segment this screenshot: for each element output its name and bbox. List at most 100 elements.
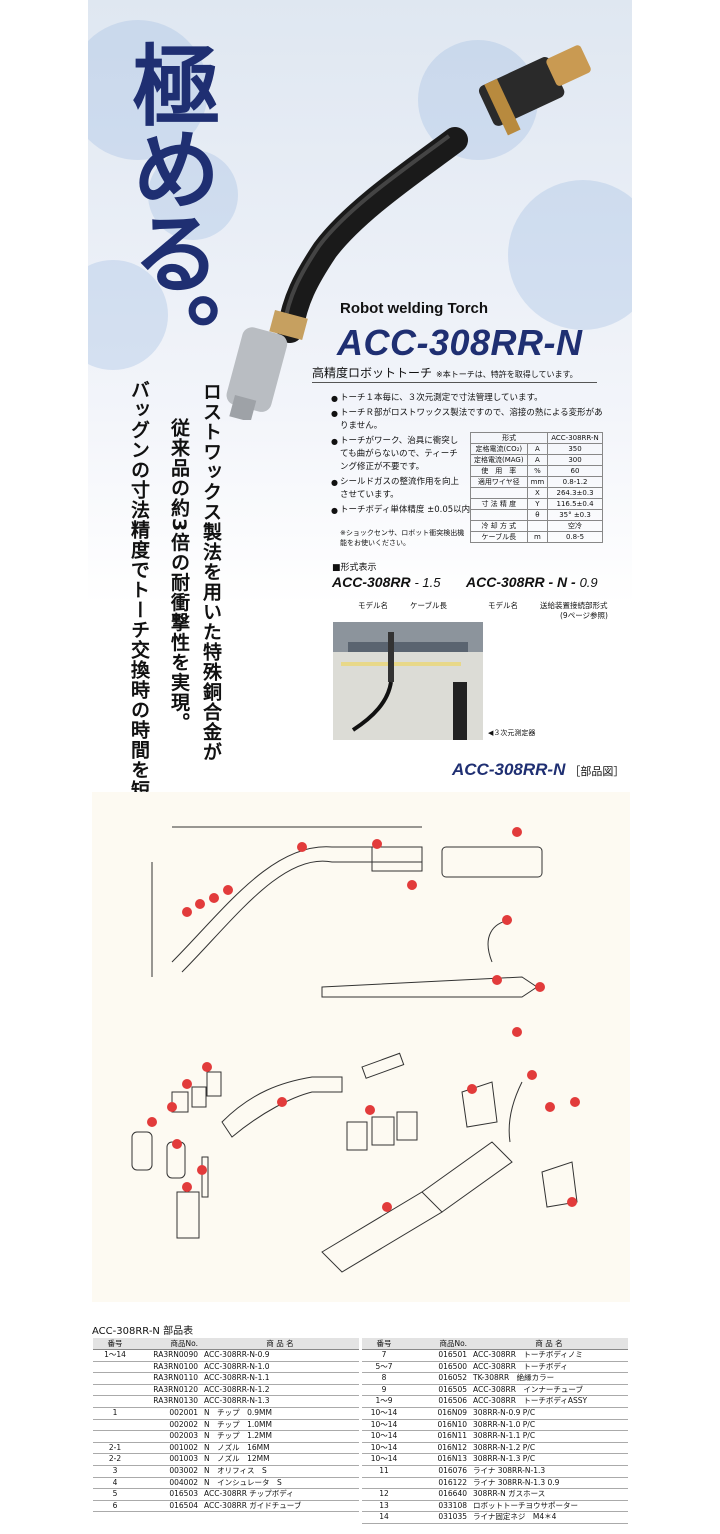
feature-list: トーチ１本毎に、３次元測定で寸法管理しています。 トーチＲ部がロストワックス製法… [331,392,611,519]
product-name: N ノズル 16MM [201,1442,359,1455]
product-code: 002001 [137,1407,201,1420]
product-code: 016504 [137,1500,201,1513]
product-code: 002003 [137,1430,201,1443]
side-line-2: 従来品の約3倍の耐衝撃性を実現。 [168,418,190,733]
part-number: 10〜14 [362,1453,406,1466]
part-number [93,1361,137,1374]
torch-image [226,45,591,420]
product-code: 031035 [406,1511,470,1524]
part-number: 10〜14 [362,1407,406,1420]
product-name: 308RR-N-1.1 P/C [470,1430,628,1443]
product-name: ACC-308RR-N-1.3 [201,1395,359,1408]
part-number [362,1477,406,1490]
product-name: N ノズル 12MM [201,1453,359,1466]
product-name: 308RR-N-1.0 P/C [470,1419,628,1432]
spec-cell: 定格電流(CO₂) [470,443,528,455]
spec-cell: Y [526,498,549,510]
part-number: 5〜7 [362,1361,406,1374]
part-number: 7 [362,1349,406,1362]
col-header: 商品No. [406,1338,470,1350]
spec-cell: 35° ±0.3 [547,509,603,521]
spec-cell: 使 用 率 [470,465,528,477]
product-name: ライナ 308RR-N-1.3 0.9 [470,1477,628,1490]
part-number: 10〜14 [362,1430,406,1443]
part-number: 1 [93,1407,137,1420]
part-number: 6 [93,1500,137,1513]
col-header: 商 品 名 [201,1338,359,1350]
photo-caption: ◀３次元測定器 [488,729,536,737]
product-name: N チップ 0.9MM [201,1407,359,1420]
parts-diagram [92,792,630,1302]
product-code: 033108 [406,1500,470,1513]
format-b-sub3: (9ページ参照) [560,611,608,620]
part-number: 5 [93,1488,137,1501]
col-header: 番号 [93,1338,137,1350]
spec-cell: A [526,454,549,466]
side-line-3: バッグンの寸法精度でトーチ交換時の時間を短縮！ [128,380,150,840]
product-name: ACC-308RR トーチボディノミ [470,1349,628,1362]
product-name: ACC-308RR トーチボディASSY [470,1395,628,1408]
product-name: ACC-308RR ガイドチューブ [201,1500,359,1513]
product-code: RA3RN0120 [137,1384,201,1397]
product-name: ACC-308RR チップボディ [201,1488,359,1501]
product-name: N チップ 1.2MM [201,1430,359,1443]
product-code: 016N09 [406,1407,470,1420]
headline: 極める。 [118,40,222,376]
product-name: 308RR-N-1.3 P/C [470,1453,628,1466]
col-header: 商品No. [137,1338,201,1350]
part-number [93,1395,137,1408]
product-code: 016122 [406,1477,470,1490]
product-name: N チップ 1.0MM [201,1419,359,1432]
product-name: ACC-308RR トーチボディ [470,1361,628,1374]
part-number [93,1419,137,1432]
product-name: N インシュレータ S [201,1477,359,1490]
spec-cell [470,509,528,521]
format-b-sub2: 送給装置接続部形式 [540,601,608,610]
spec-cell: mm [526,476,549,488]
spec-cell: m [526,531,549,543]
product-code: 004002 [137,1477,201,1490]
part-number: 3 [93,1465,137,1478]
measurement-photo [333,622,483,740]
part-number: 11 [362,1465,406,1478]
product-code: 016500 [406,1361,470,1374]
product-name: ACC-308RR-N-1.0 [201,1361,359,1374]
parts-table-title: ACC-308RR-N 部品表 [92,1326,194,1337]
product-name: ライナ 308RR-N-1.3 [470,1465,628,1478]
format-b: ACC-308RR - N - 0.9 [466,574,598,590]
part-number: 13 [362,1500,406,1513]
part-number: 14 [362,1511,406,1524]
hero-banner [88,0,632,756]
product-name: N オリフィス S [201,1465,359,1478]
product-name: ロボットトーチヨウサポーター [470,1500,628,1513]
side-line-1: ロストワックス製法を用いた特殊銅合金が [200,382,222,762]
part-number [93,1384,137,1397]
product-name: 308RR-N-0.9 P/C [470,1407,628,1420]
spec-cell: 冷 却 方 式 [470,520,528,532]
spec-cell: X [526,487,549,499]
part-number: 4 [93,1477,137,1490]
product-code: 016N13 [406,1453,470,1466]
product-code: 001003 [137,1453,201,1466]
spec-cell: A [526,443,549,455]
divider [312,382,597,383]
spec-cell: 定格電流(MAG) [470,454,528,466]
feature-1: トーチ１本毎に、３次元測定で寸法管理しています。 [331,392,611,405]
